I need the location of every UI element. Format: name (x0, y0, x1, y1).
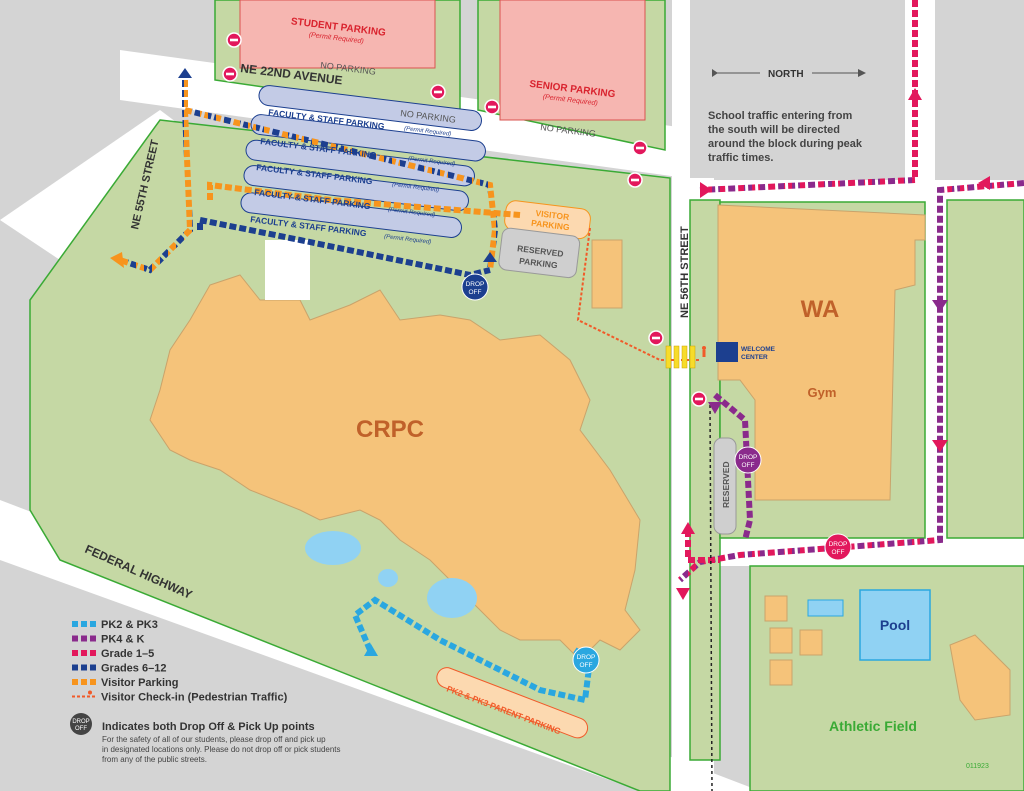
drop-off-legend-icon: DROP OFF (70, 713, 92, 735)
arrow-icon (110, 252, 124, 268)
gym-label: Gym (808, 385, 837, 400)
crosswalk (665, 345, 696, 369)
drop-off-line1: DROP (577, 654, 596, 661)
traffic-note-4: traffic times. (708, 152, 773, 164)
crpc-building (149, 274, 641, 661)
dropoff-title: Indicates both Drop Off & Pick Up points (102, 721, 315, 733)
welcome-center-line1: WELCOME (741, 346, 776, 353)
north-arrow-icon (858, 69, 866, 77)
visitor-parking-line1: VISITOR (535, 208, 570, 222)
pool-label: Pool (880, 617, 910, 633)
dropoff-note-1: For the safety of all of our students, p… (102, 735, 326, 744)
drop-off-line1: DROP (829, 541, 848, 548)
drop-off-point: DROP OFF (734, 446, 762, 474)
welcome-center-marker (716, 342, 738, 362)
legend-label: Grade 1–5 (101, 648, 154, 660)
arrow-icon (978, 176, 990, 190)
no-entry-icon (484, 99, 500, 115)
route-arrows (110, 68, 990, 656)
drop-off-point: DROP OFF (824, 533, 852, 561)
no-entry-icon (648, 330, 664, 346)
legend-label: Visitor Check-in (Pedestrian Traffic) (101, 692, 288, 704)
drop-off-line1: DROP (72, 719, 89, 725)
north-label: NORTH (768, 69, 804, 80)
legend-dropoff: DROP OFF Indicates both Drop Off & Pick … (70, 713, 341, 764)
senior-parking-lot (499, 0, 646, 121)
pedestrian-icon (88, 690, 92, 695)
arrow-icon (932, 300, 948, 312)
welcome-center-line2: CENTER (741, 354, 768, 361)
reserved-vertical-label: RESERVED (721, 461, 731, 508)
pool (859, 589, 931, 661)
faculty-parking-sub-5: (Permit Required) (384, 234, 432, 246)
wa-label: WA (801, 296, 840, 323)
legend-label: Grades 6–12 (101, 663, 166, 675)
no-entry-icon (691, 391, 707, 407)
arrow-icon (676, 588, 690, 600)
arrow-icon (708, 402, 722, 414)
visitor-parking-line2: PARKING (531, 218, 571, 233)
student-parking-lot (239, 0, 436, 69)
drop-off-point: DROP OFF (572, 646, 600, 674)
reserved-parking-lot (498, 227, 581, 279)
drop-off-line1: DROP (466, 281, 485, 288)
athletic-field-label: Athletic Field (829, 718, 917, 734)
parent-parking-lot (436, 667, 589, 739)
reserved-lot-vertical (713, 437, 737, 535)
no-entry-icon (430, 84, 446, 100)
no-entry-icon (226, 32, 242, 48)
arrow-icon (681, 522, 695, 534)
faculty-parking-rows (240, 85, 486, 238)
dropoff-note-3: from any of the public streets. (102, 755, 207, 764)
traffic-note-2: the south will be directed (708, 124, 840, 136)
arrow-icon (364, 644, 378, 656)
wa-building (717, 204, 926, 501)
street-ne-56th: NE 56TH STREET (679, 226, 691, 318)
no-entry-icon (222, 66, 238, 82)
no-entry-icon (632, 140, 648, 156)
crpc-label: CRPC (356, 416, 424, 443)
drop-off-point: DROP OFF (461, 273, 489, 301)
drop-off-line1: DROP (739, 454, 758, 461)
traffic-note-1: School traffic entering from (708, 110, 852, 122)
faculty-parking-sub-1: (Permit Required) (404, 126, 452, 138)
traffic-note-3: around the block during peak (708, 138, 863, 150)
drop-off-line2: OFF (580, 662, 593, 669)
faculty-parking-sub-3: (Permit Required) (392, 182, 440, 194)
drop-off-line2: OFF (469, 289, 482, 296)
drop-off-line2: OFF (832, 549, 845, 556)
legend-label: Visitor Parking (101, 677, 178, 689)
arrow-icon (700, 182, 712, 198)
arrow-icon (908, 88, 922, 100)
pedestrian-icon (702, 346, 706, 357)
faculty-parking-sub-2: (Permit Required) (408, 156, 456, 168)
arrow-icon (483, 252, 497, 262)
dropoff-note-2: in designated locations only. Please do … (102, 745, 341, 754)
drop-off-line2: OFF (75, 726, 87, 732)
drop-off-line2: OFF (742, 462, 755, 469)
faculty-parking-sub-4: (Permit Required) (388, 207, 436, 219)
buildings (149, 204, 1011, 721)
arrow-icon (178, 68, 192, 78)
no-entry-signs (222, 32, 707, 407)
legend-label: PK2 & PK3 (101, 619, 158, 631)
legend-label: PK4 & K (101, 634, 144, 646)
arrow-icon (932, 440, 948, 452)
no-entry-icon (627, 172, 643, 188)
reserved-parking-line2: PARKING (519, 256, 559, 271)
map-code: 011923 (966, 763, 989, 770)
